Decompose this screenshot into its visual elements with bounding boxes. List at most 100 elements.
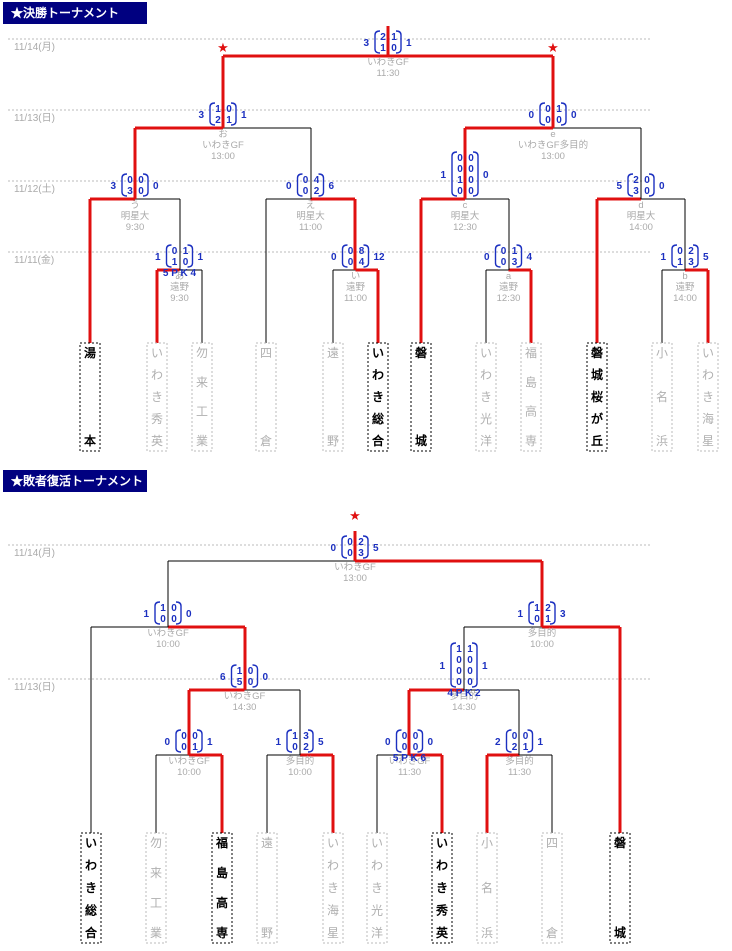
score-bracket-l [374, 30, 381, 54]
total-score-left: 2 [495, 737, 501, 748]
pk-score: 4 P K 2 [447, 688, 481, 699]
team-box [475, 342, 497, 452]
period-score-right: 0 [467, 666, 473, 677]
match-label: a [506, 271, 512, 282]
period-score-right: 0 [467, 677, 473, 688]
period-score-left: 0 [456, 677, 462, 688]
score-bracket-r [230, 102, 237, 126]
period-score-right: 0 [468, 175, 474, 186]
period-score-right: 0 [248, 666, 254, 677]
team-name-char: わ [371, 859, 383, 873]
period-score-right: 3 [512, 257, 518, 268]
team-name-char: 島 [216, 865, 228, 880]
match-label: え [306, 200, 316, 211]
match-label: b [682, 271, 687, 282]
match-time: 14:30 [233, 702, 257, 713]
total-score-right: 0 [153, 181, 159, 192]
match-time: 13:00 [541, 151, 565, 162]
team-name-char: い [371, 836, 383, 850]
team-name-char: き [151, 390, 163, 404]
total-score-right: 0 [263, 672, 269, 683]
match-venue: いわきGF [224, 691, 266, 702]
team-name-char: 海 [327, 903, 339, 918]
score-bracket-l [539, 102, 546, 126]
period-score-left: 2 [380, 32, 386, 43]
team-name-char: い [702, 346, 714, 360]
total-score-right: 3 [560, 609, 566, 620]
period-score-left: 1 [456, 644, 462, 655]
date-label: 11/12(土) [14, 182, 55, 195]
period-score-left: 1 [215, 104, 221, 115]
team-name-char: 業 [196, 434, 208, 448]
team-name-char: 小 [481, 836, 493, 850]
team-box [366, 832, 388, 944]
team-name-char: 野 [327, 434, 339, 448]
score-bracket-l [175, 729, 182, 753]
team-box [520, 342, 542, 452]
score-bracket-r [527, 729, 534, 753]
total-score-left: 1 [440, 170, 446, 181]
period-score-right: 0 [467, 655, 473, 666]
match-venue: 多目的 [286, 755, 315, 767]
period-score-right: 0 [523, 731, 529, 742]
period-score-right: 0 [391, 43, 397, 54]
period-score-right: 1 [512, 246, 518, 257]
team-name-char: 光 [480, 412, 492, 426]
score-bracket-l [494, 244, 501, 268]
team-name-char: 工 [150, 896, 162, 910]
team-name-char: 湯 [84, 345, 96, 360]
total-score-right: 0 [571, 110, 577, 121]
team-name-char: 合 [372, 433, 385, 448]
total-score-left: 0 [385, 737, 391, 748]
period-score-left: 0 [348, 246, 354, 257]
score-bracket-r [196, 729, 203, 753]
team-name-char: 専 [525, 434, 537, 448]
score-bracket-l [341, 535, 348, 559]
period-score-right: 4 [314, 175, 320, 186]
match-venue: 明星大 [121, 210, 150, 222]
team-name-char: が [591, 411, 603, 426]
total-score-left: 1 [275, 737, 281, 748]
team-name-char: 勿 [150, 836, 162, 850]
winner-star: ★ [547, 41, 559, 56]
period-score-left: 0 [181, 742, 187, 753]
period-score-left: 2 [215, 115, 221, 126]
score-bracket-r [692, 244, 699, 268]
total-score-right: 1 [482, 661, 488, 672]
team-name-char: 丘 [591, 433, 603, 448]
team-name-char: 業 [150, 926, 162, 940]
total-score-left: 1 [517, 609, 523, 620]
team-name-char: 城 [614, 925, 626, 940]
period-score-left: 1 [380, 43, 386, 54]
team-box [146, 342, 168, 452]
match-time: 12:30 [453, 222, 477, 233]
total-score-right: 1 [406, 38, 412, 49]
period-score-left: 3 [633, 186, 639, 197]
period-score-left: 0 [512, 731, 518, 742]
team-name-char: き [702, 390, 714, 404]
match-time: 11:00 [344, 293, 367, 304]
match-venue: いわきGF [367, 57, 409, 68]
period-score-left: 0 [457, 164, 463, 175]
team-name-char: 星 [702, 434, 714, 448]
score-bracket-r [187, 244, 194, 268]
pk-score: 5 P K 4 [163, 268, 197, 279]
team-box [211, 832, 233, 944]
total-score-left: 1 [155, 252, 161, 263]
score-bracket-l [505, 729, 512, 753]
team-name-char: 秀 [151, 412, 163, 426]
match-venue: いわきGF多目的 [518, 139, 588, 151]
total-score-left: 0 [528, 110, 534, 121]
team-name-char: 高 [525, 404, 537, 419]
date-label: 11/14(月) [14, 41, 55, 53]
period-score-left: 0 [402, 731, 408, 742]
score-bracket-l [286, 729, 293, 753]
team-name-char: 浜 [656, 434, 668, 448]
period-score-right: 3 [303, 731, 309, 742]
team-name-char: 総 [372, 411, 384, 426]
team-box [255, 342, 277, 452]
team-name-char: 遠 [327, 346, 339, 360]
period-score-left: 1 [292, 731, 298, 742]
match-venue: いわきGF [147, 628, 189, 639]
